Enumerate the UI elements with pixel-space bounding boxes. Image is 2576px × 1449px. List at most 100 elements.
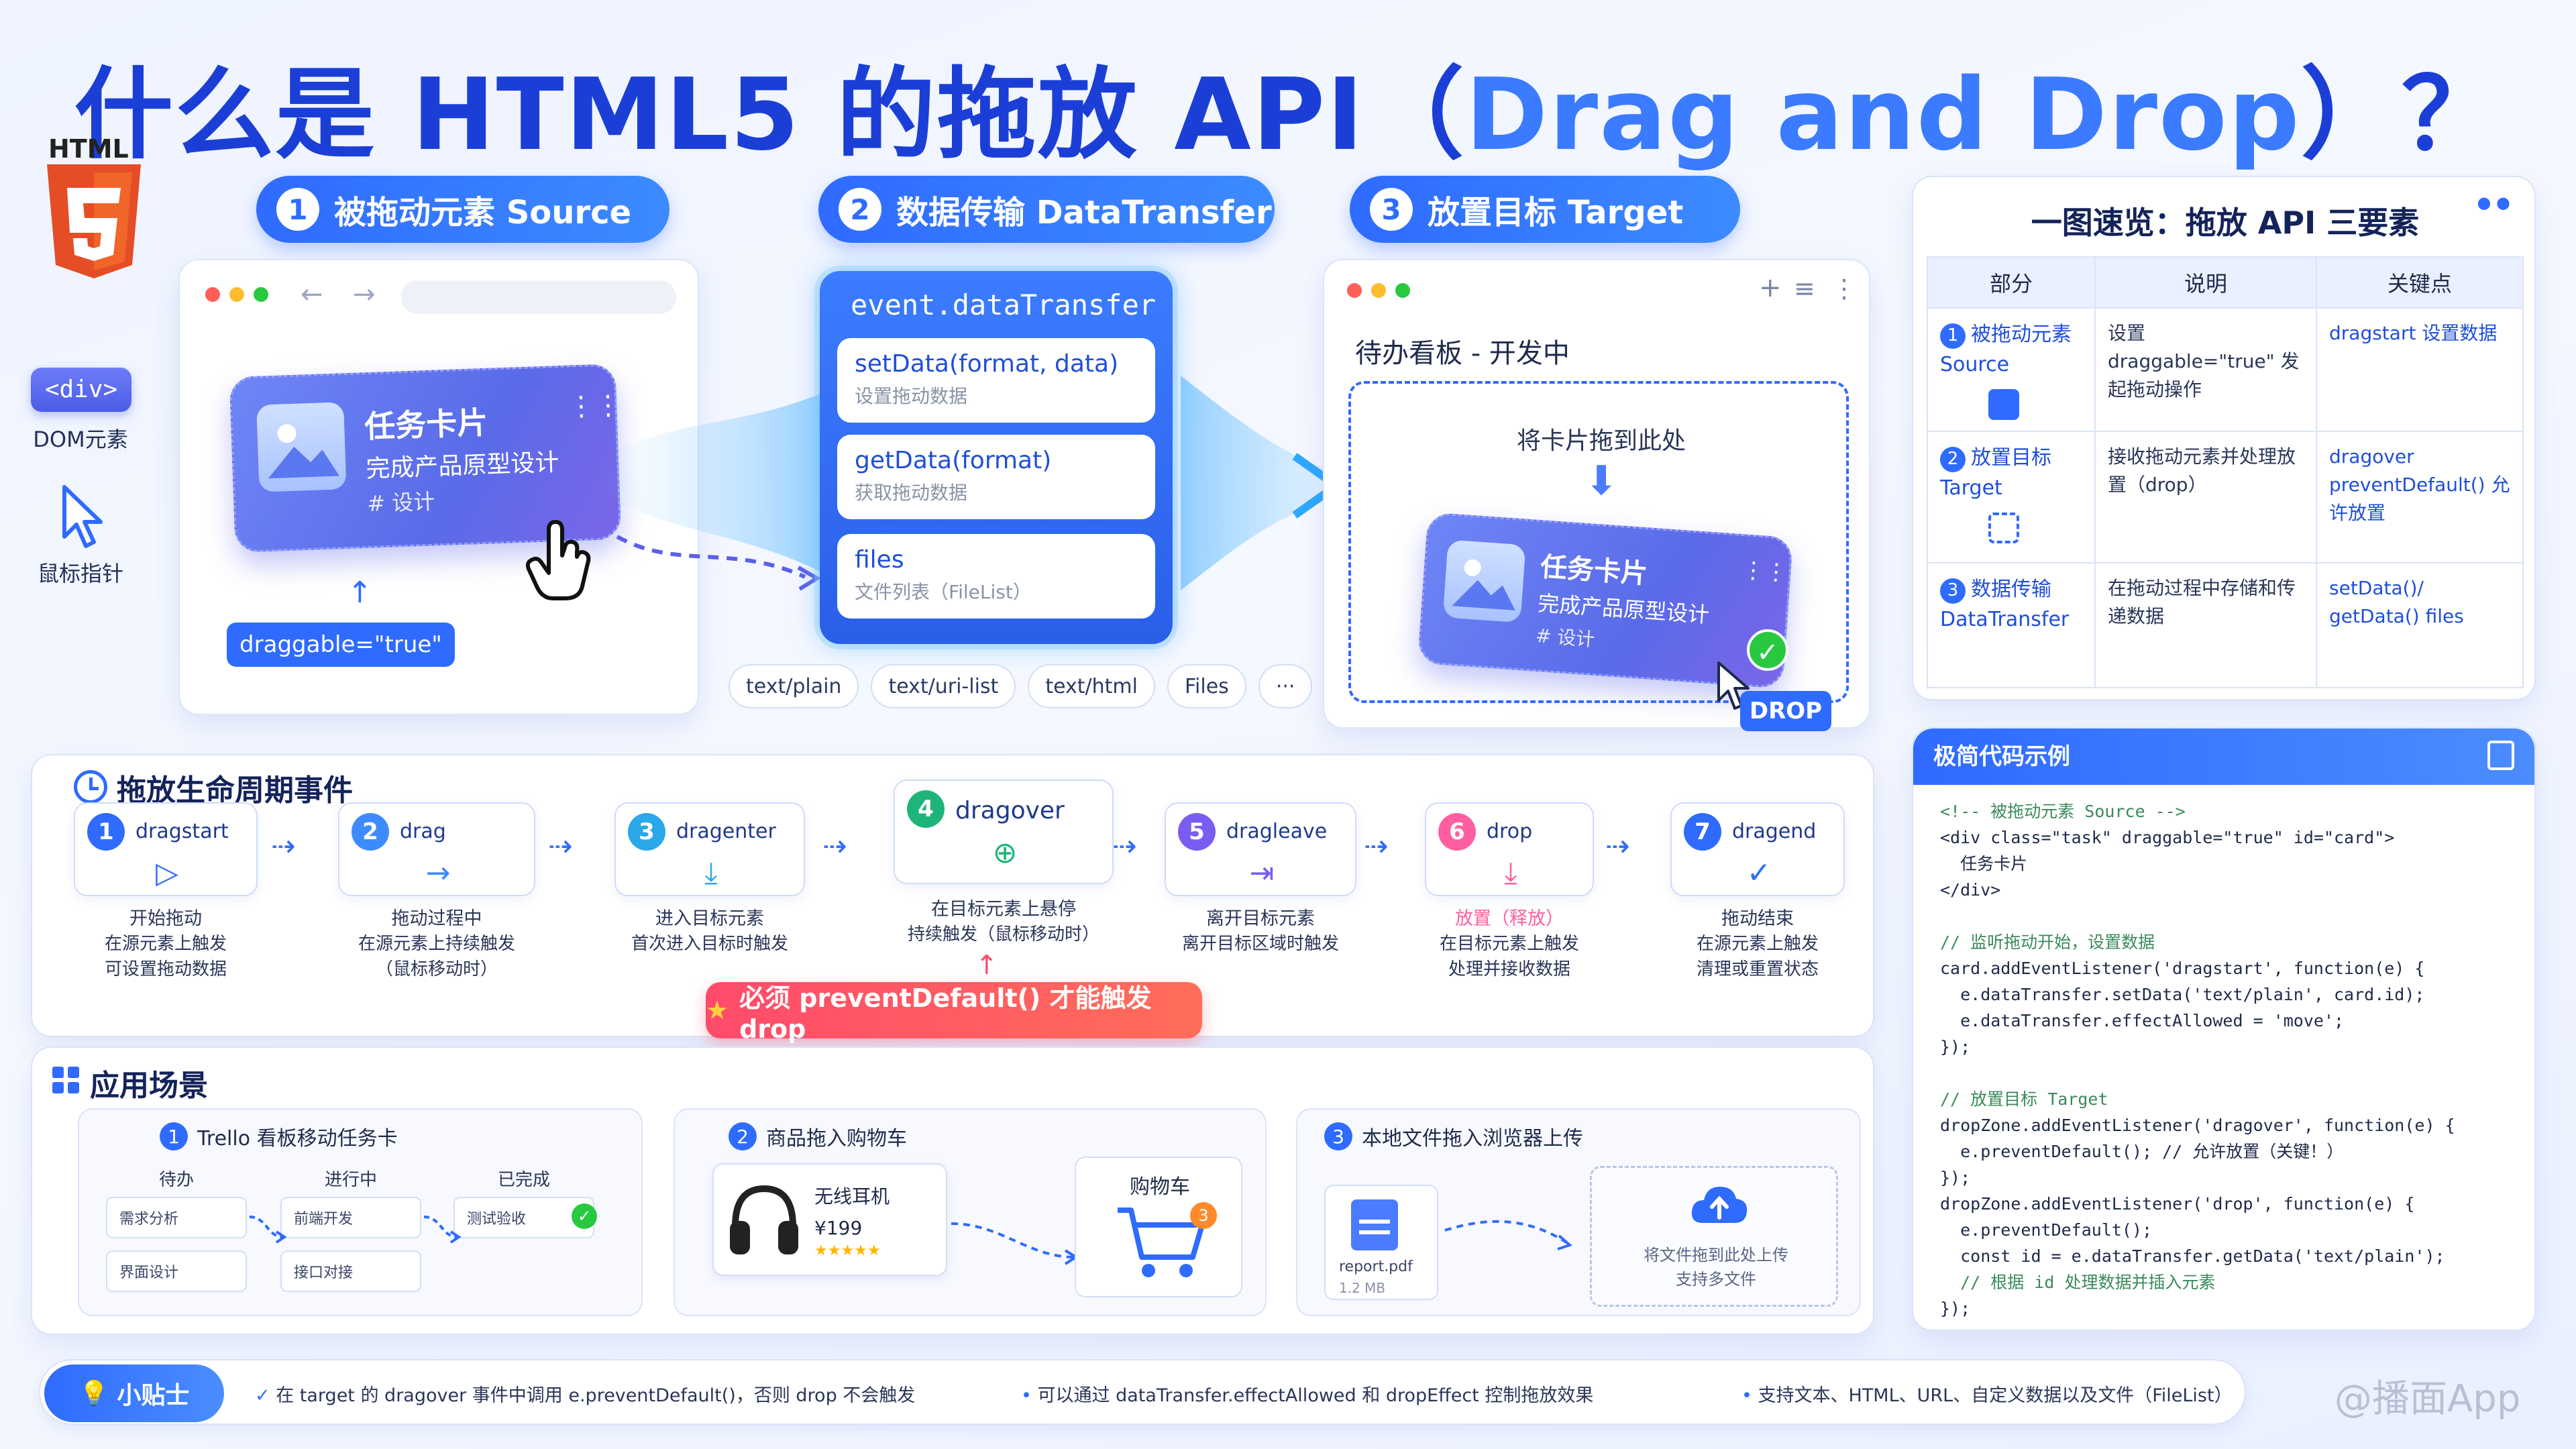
event-description: 拖动过程中在源元素上持续触发（鼠标移动时） bbox=[358, 908, 515, 979]
upload-hint: 将文件拖到此处上传 bbox=[1644, 1246, 1788, 1265]
kanban-card[interactable]: 界面设计 bbox=[106, 1250, 247, 1292]
mime-chip: Files bbox=[1167, 664, 1246, 708]
rating-stars: ★★★★★ bbox=[814, 1242, 881, 1259]
mouse-pointer-label: 鼠标指针 bbox=[37, 561, 123, 586]
draggable-attribute-chip: draggable="true" bbox=[227, 623, 455, 667]
watermark: @播面App bbox=[2334, 1377, 2521, 1421]
upload-hint-multi: 支持多文件 bbox=[1676, 1270, 1756, 1289]
event-number: 2 bbox=[352, 813, 389, 851]
board-title: 待办看板 - 开发中 bbox=[1355, 338, 1570, 369]
kanban-card[interactable]: 接口对接 bbox=[280, 1250, 421, 1292]
check-icon: ✓ bbox=[572, 1203, 597, 1229]
code-line bbox=[1940, 903, 2508, 929]
warning-banner: ★必须 preventDefault() 才能触发 drop bbox=[706, 982, 1202, 1044]
bullet-icon: • bbox=[1741, 1385, 1758, 1406]
dt-getdata: getData(format) 获取拖动数据 bbox=[837, 435, 1155, 519]
address-bar[interactable] bbox=[401, 280, 676, 314]
html5-logo-icon bbox=[47, 164, 141, 278]
cloud-upload-icon bbox=[1691, 1187, 1748, 1223]
image-icon bbox=[1442, 539, 1526, 623]
back-arrow-icon[interactable]: ← bbox=[301, 279, 323, 310]
mime-chip: text/html bbox=[1028, 664, 1155, 708]
target-task-card[interactable]: 任务卡片 完成产品原型设计 # 设计 ⋮⋮ bbox=[1417, 512, 1794, 689]
event-name: dragstart bbox=[136, 820, 229, 843]
code-line: }); bbox=[1940, 1168, 1971, 1187]
file-card[interactable]: report.pdf 1.2 MB bbox=[1324, 1185, 1438, 1300]
code-line bbox=[1940, 1060, 2508, 1086]
event-icon: ⤓ bbox=[704, 856, 718, 890]
event-number: 7 bbox=[1684, 813, 1721, 851]
product-card[interactable]: 无线耳机 ¥199 ★★★★★ bbox=[712, 1163, 947, 1276]
headphones-icon bbox=[730, 1185, 798, 1254]
summary-header: 说明 bbox=[2094, 256, 2317, 309]
code-line: 任务卡片 bbox=[1940, 854, 2028, 873]
add-tab-icon[interactable]: + bbox=[1759, 272, 1782, 303]
menu-icon[interactable]: ≡ bbox=[1794, 274, 1815, 303]
drag-handle-icon[interactable]: ⋮⋮ bbox=[1741, 556, 1788, 586]
summary-key: dragstart 设置数据 bbox=[2316, 307, 2524, 432]
mouse-pointer-icon bbox=[62, 485, 103, 548]
cart-label: 购物车 bbox=[1130, 1175, 1190, 1199]
source-square-icon bbox=[1988, 389, 2019, 420]
datatransfer-panel: event.dataTransfer setData(format, data)… bbox=[820, 271, 1173, 644]
summary-key: setData()/ getData() files bbox=[2316, 562, 2524, 688]
file-icon bbox=[1351, 1199, 1398, 1250]
copy-icon[interactable] bbox=[2487, 741, 2514, 770]
kanban-card[interactable]: 需求分析 bbox=[106, 1197, 247, 1238]
summary-desc: 设置 draggable="true" 发起拖动操作 bbox=[2094, 307, 2317, 432]
event-icon: ⤓ bbox=[1504, 856, 1517, 890]
flow-arrow-icon: ⇢ bbox=[1605, 829, 1630, 863]
event-description: 开始拖动在源元素上触发可设置拖动数据 bbox=[104, 908, 227, 979]
tip-item: • 可以通过 dataTransfer.effectAllowed 和 drop… bbox=[1021, 1385, 1594, 1406]
event-number: 1 bbox=[87, 813, 125, 851]
flow-arrow-icon: ⇢ bbox=[1112, 829, 1137, 863]
event-description: 拖动结束在源元素上触发清理或重置状态 bbox=[1696, 908, 1819, 979]
event-description: 放置（释放）在目标元素上触发处理并接收数据 bbox=[1439, 908, 1579, 979]
tips-badge: 💡小贴士 bbox=[44, 1364, 224, 1422]
dt-setdata: setData(format, data) 设置拖动数据 bbox=[837, 338, 1155, 423]
scenarios-title: 应用场景 bbox=[90, 1069, 208, 1103]
kanban-card[interactable]: 测试验收 bbox=[453, 1197, 594, 1238]
drop-zone[interactable]: 将卡片拖到此处 ⬇ bbox=[1348, 381, 1849, 703]
upload-drop-zone[interactable]: 将文件拖到此处上传 支持多文件 bbox=[1590, 1166, 1838, 1307]
forward-arrow-icon[interactable]: → bbox=[353, 279, 376, 310]
code-line: </div> bbox=[1940, 880, 2001, 900]
code-title: 极简代码示例 bbox=[1913, 729, 2534, 785]
summary-desc: 在拖动过程中存储和传递数据 bbox=[2094, 562, 2317, 688]
mime-type-list: text/plain text/uri-list text/html Files… bbox=[729, 664, 1313, 708]
drag-arrow-icon bbox=[951, 1222, 1079, 1265]
source-task-card[interactable]: 任务卡片 完成产品原型设计 # 设计 ⋮⋮ bbox=[229, 364, 622, 553]
mime-chip: ··· bbox=[1258, 664, 1313, 708]
summary-header: 部分 bbox=[1927, 256, 2096, 309]
cart-count-badge: 3 bbox=[1190, 1202, 1217, 1229]
drag-arrow-icon bbox=[249, 1216, 287, 1244]
mouse-pointer-icon bbox=[1717, 661, 1750, 710]
summary-title: 一图速览：拖放 API 三要素 bbox=[2031, 205, 2420, 241]
drop-badge: DROP bbox=[1740, 691, 1831, 731]
kanban-column-title: 进行中 bbox=[324, 1170, 377, 1190]
event-number: 6 bbox=[1438, 813, 1476, 851]
code-line: <div class="task" draggable="true" id="c… bbox=[1940, 828, 2395, 847]
kanban-card[interactable]: 前端开发 bbox=[280, 1197, 421, 1238]
dt-files: files 文件列表（FileList） bbox=[837, 534, 1155, 619]
code-line: dropZone.addEventListener('dragover', fu… bbox=[1940, 1116, 2455, 1135]
bullet-icon: • bbox=[1021, 1385, 1038, 1406]
cart-drop-zone[interactable]: 购物车 3 bbox=[1075, 1157, 1242, 1297]
file-size: 1.2 MB bbox=[1339, 1280, 1386, 1296]
event-description: 离开目标元素离开目标区域时触发 bbox=[1181, 908, 1339, 955]
dom-element-label: DOM元素 bbox=[33, 427, 128, 452]
more-icon[interactable]: ⋮ bbox=[1831, 274, 1857, 303]
summary-desc: 接收拖动元素并处理放置（drop） bbox=[2094, 431, 2317, 564]
